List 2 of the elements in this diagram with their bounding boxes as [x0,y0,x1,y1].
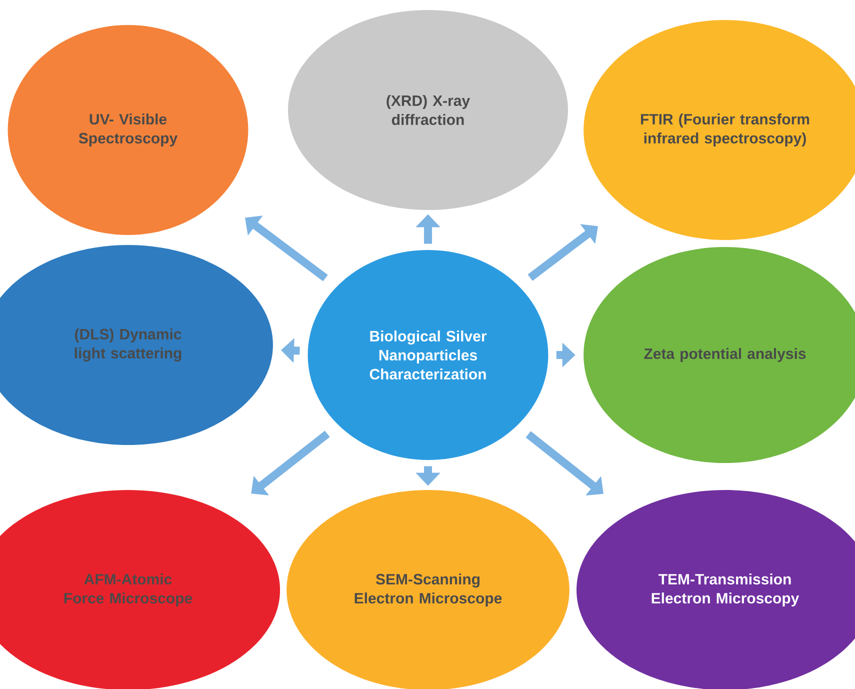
arrow [528,224,598,281]
arrow [251,430,330,496]
